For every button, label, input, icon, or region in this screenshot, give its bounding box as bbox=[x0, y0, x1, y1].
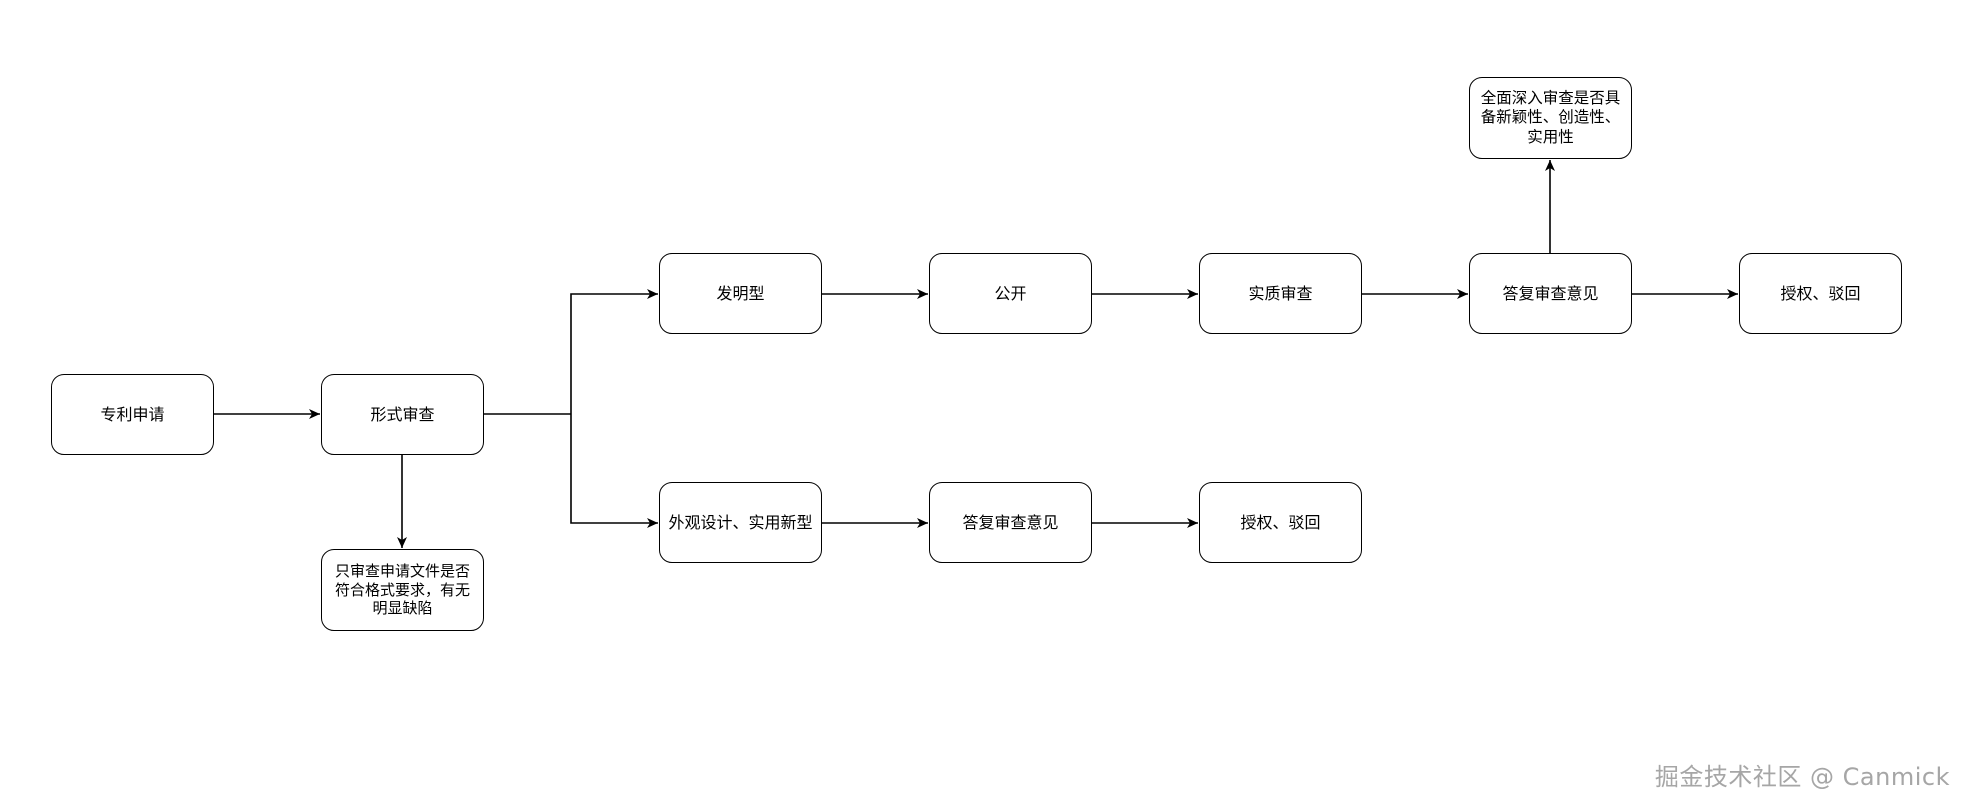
arrow-branch-to-design bbox=[570, 414, 658, 528]
arrow-branch-to-invention bbox=[570, 289, 658, 414]
node-publish: 公开 bbox=[929, 253, 1092, 334]
node-patent-application: 专利申请 bbox=[51, 374, 214, 455]
node-deep-review-note: 全面深入审查是否具 备新颖性、创造性、 实用性 bbox=[1469, 77, 1632, 159]
node-formal-review: 形式审查 bbox=[321, 374, 484, 455]
node-reply-opinion-top: 答复审查意见 bbox=[1469, 253, 1632, 334]
node-grant-reject-bottom: 授权、驳回 bbox=[1199, 482, 1362, 563]
watermark: 掘金技术社区 @ Canmick bbox=[1654, 763, 1950, 791]
node-substantive-review: 实质审查 bbox=[1199, 253, 1362, 334]
node-invention: 发明型 bbox=[659, 253, 822, 334]
node-grant-reject-top: 授权、驳回 bbox=[1739, 253, 1902, 334]
node-formal-review-note: 只审查申请文件是否 符合格式要求，有无 明显缺陷 bbox=[321, 549, 484, 631]
node-reply-opinion-bottom: 答复审查意见 bbox=[929, 482, 1092, 563]
node-design-utility: 外观设计、实用新型 bbox=[659, 482, 822, 563]
